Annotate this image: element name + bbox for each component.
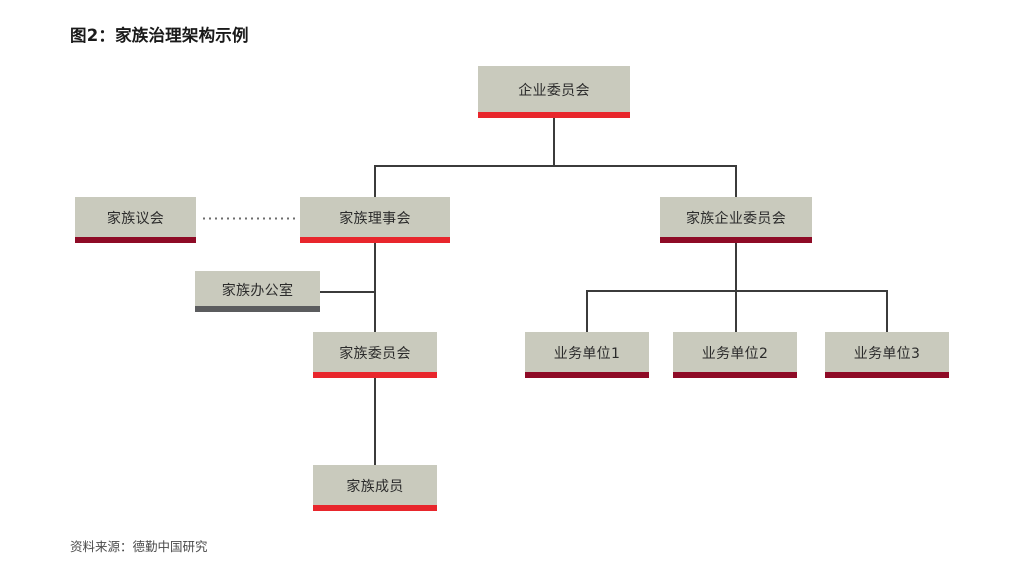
connector-to-business-unit-3: [886, 290, 888, 332]
connector-to-business-unit-1: [586, 290, 588, 332]
node-label: 家族成员: [346, 479, 404, 495]
connector-dotted-assembly-council: [201, 217, 297, 220]
node-family-council[interactable]: 家族理事会: [300, 197, 450, 243]
node-family-business-committee[interactable]: 家族企业委员会: [660, 197, 812, 243]
connector-level1-bus: [375, 165, 736, 167]
node-enterprise-committee[interactable]: 企业委员会: [478, 66, 630, 118]
node-family-members[interactable]: 家族成员: [313, 465, 437, 511]
connector-business-committee-stem: [735, 243, 737, 291]
node-label: 家族议会: [106, 211, 165, 227]
node-business-unit-2[interactable]: 业务单位2: [673, 332, 797, 378]
node-label: 家族理事会: [339, 211, 411, 227]
figure-title: 图2：家族治理架构示例: [70, 26, 249, 45]
connector-to-family-council: [374, 165, 376, 197]
node-label: 业务单位2: [701, 346, 769, 362]
connector-council-to-committee: [374, 243, 376, 332]
connector-root-stem: [553, 118, 555, 166]
connector-to-family-business-committee: [735, 165, 737, 197]
figure-source: 资料来源：德勤中国研究: [70, 539, 208, 554]
node-family-assembly[interactable]: 家族议会: [75, 197, 196, 243]
node-family-committee[interactable]: 家族委员会: [313, 332, 437, 378]
node-business-unit-3[interactable]: 业务单位3: [825, 332, 949, 378]
connector-committee-to-members: [374, 378, 376, 465]
node-label: 家族企业委员会: [685, 211, 787, 227]
node-business-unit-1[interactable]: 业务单位1: [525, 332, 649, 378]
node-label: 家族办公室: [221, 282, 294, 299]
node-label: 企业委员会: [518, 83, 590, 99]
node-label: 业务单位1: [553, 346, 621, 362]
node-family-office[interactable]: 家族办公室: [195, 271, 320, 312]
node-label: 家族委员会: [339, 346, 411, 362]
connector-to-business-unit-2: [735, 290, 737, 332]
node-label: 业务单位3: [853, 346, 921, 362]
connector-family-office-tie: [320, 291, 375, 293]
